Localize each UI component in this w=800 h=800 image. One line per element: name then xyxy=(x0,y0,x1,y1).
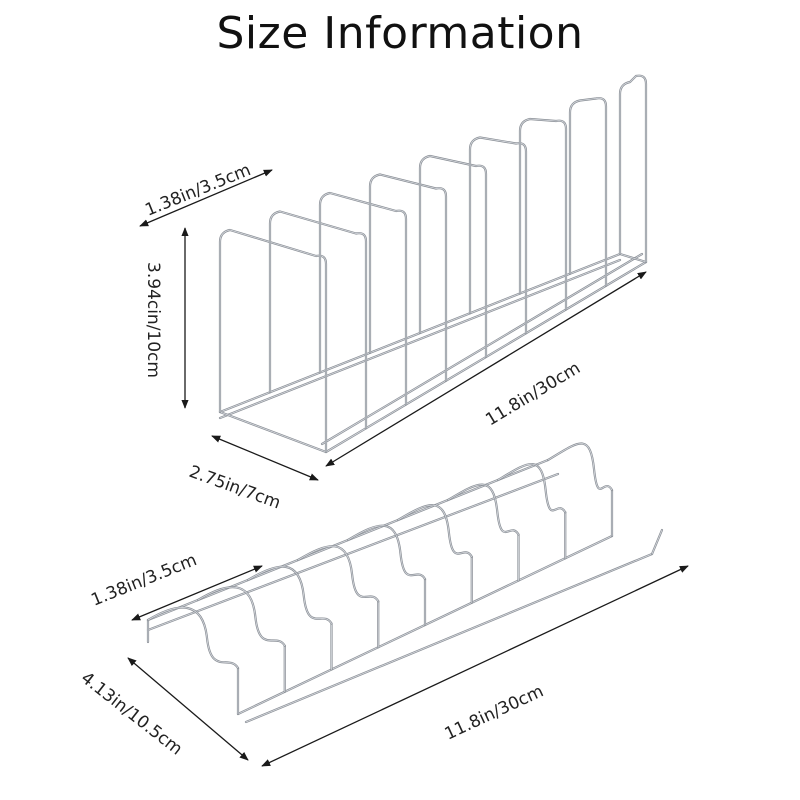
upright-slot-loop-9 xyxy=(618,74,648,264)
upright-length-line xyxy=(325,271,647,467)
upright-slot-loop-8 xyxy=(568,97,608,287)
upright-slot-loop-4-highlight xyxy=(369,174,447,382)
upright-slot-loop-2-highlight xyxy=(269,211,367,429)
flat-wave-divider-9 xyxy=(546,442,614,492)
upright-slot-loop-7-highlight xyxy=(519,118,567,310)
flat-length-line xyxy=(261,565,689,767)
upright-slot-loop-2 xyxy=(268,210,368,430)
upright-slot-loop-6-highlight xyxy=(469,137,527,334)
flat-length-label: 11.8in/30cm xyxy=(442,681,547,744)
flat-wave-divider-8-highlight xyxy=(497,463,566,513)
flat-wave-divider-6-highlight xyxy=(397,504,473,558)
upright-slot-loop-6 xyxy=(468,136,528,335)
flat-right-end-highlight xyxy=(651,529,663,555)
upright-slot-spacing-label: 1.38in/3.5cm xyxy=(142,160,253,221)
upright-width-line xyxy=(211,435,319,481)
upright-slot-loop-3-highlight xyxy=(319,192,407,405)
upright-slot-loop-5-highlight xyxy=(419,155,487,358)
flat-wave-divider-1 xyxy=(146,606,240,670)
upright-slot-loop-1-highlight xyxy=(219,229,327,453)
flat-slot-spacing-label: 1.38in/3.5cm xyxy=(88,550,199,611)
page-title: Size Information xyxy=(216,8,584,59)
upright-length-label: 11.8in/30cm xyxy=(482,358,584,430)
upright-slot-loop-9-highlight xyxy=(619,75,647,263)
flat-width-line xyxy=(127,657,249,761)
flat-wave-divider-9-highlight xyxy=(547,443,613,491)
upright-slot-spacing-line xyxy=(139,169,273,227)
flat-front-bottom-rail-2-highlight xyxy=(245,553,653,723)
flat-slot-spacing-line xyxy=(131,565,263,621)
upright-slot-loop-8-highlight xyxy=(569,97,607,287)
flat-wave-divider-8 xyxy=(496,462,567,514)
flat-width-label: 4.13in/10.5cm xyxy=(77,668,186,759)
upright-right-crossbar-highlight xyxy=(619,253,647,263)
flat-wave-divider-4 xyxy=(296,545,380,603)
flat-wave-divider-5-highlight xyxy=(347,525,426,580)
flat-back-rail-2-highlight xyxy=(147,473,559,631)
upright-rack-illustration xyxy=(218,74,648,454)
upright-width-label: 2.75in/7cm xyxy=(186,462,283,514)
flat-wave-divider-1-highlight xyxy=(147,607,239,669)
upright-height-label: 3.94cin/10cm xyxy=(143,262,163,378)
flat-wave-divider-7-highlight xyxy=(447,484,519,535)
upright-slot-loop-4 xyxy=(368,173,448,382)
